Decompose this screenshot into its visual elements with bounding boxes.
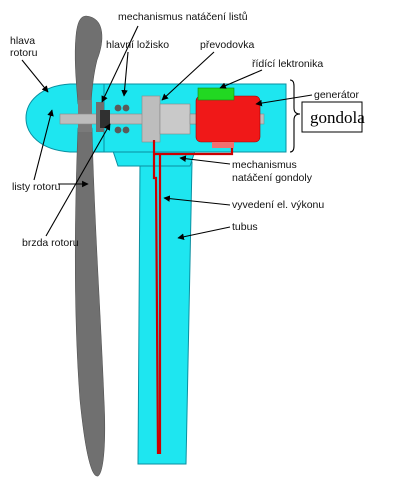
leader-vyvedeni: [163, 195, 231, 206]
label-hlava-rotoru-2: rotoru: [10, 47, 38, 59]
label-ridici-elektronika: řídící lektronika: [252, 58, 323, 70]
label-prevodovka: převodovka: [200, 39, 254, 51]
leader-lines: [21, 25, 313, 240]
gearbox-plate: [141, 95, 161, 143]
label-tubus: tubus: [232, 221, 258, 233]
gondola-bracket: [289, 79, 301, 153]
main-bearing: [114, 104, 130, 134]
label-vyvedeni: vyvedení el. výkonu: [232, 199, 324, 211]
tower: [137, 161, 193, 465]
leader-ridici-elektronika: [219, 69, 263, 89]
label-mechanismus-listu: mechanismus natáčení listů: [118, 11, 248, 23]
generator-base: [212, 142, 234, 148]
leader-generator: [255, 94, 313, 107]
label-generator: generátor: [314, 89, 359, 101]
rotor-brake: [100, 110, 110, 128]
label-mechanismus-gondoly-1: mechanismus: [232, 159, 297, 171]
leader-brzda-rotoru: [45, 123, 111, 237]
generator: [195, 95, 261, 143]
power-cable: [152, 140, 234, 455]
label-hlava-rotoru-1: hlava: [10, 35, 35, 47]
label-gondola: gondola: [310, 108, 365, 127]
label-listy-rotoru: listy rotoru: [12, 181, 61, 193]
leader-hlavni-lozisko: [121, 51, 129, 97]
leader-tubus: [177, 226, 231, 240]
leader-hlava-rotoru: [21, 59, 49, 93]
gondola-box: [301, 101, 363, 133]
control-electronics: [197, 87, 235, 101]
leader-prevodovka: [161, 51, 215, 101]
rotor-blade-lower: [74, 127, 106, 477]
label-mechanismus-gondoly-2: natáčení gondoly: [232, 172, 313, 184]
leader-mechanismus-gondoly: [179, 155, 231, 165]
gearbox-body: [159, 103, 191, 135]
leader-listy-rotoru-top: [33, 109, 54, 181]
label-hlavni-lozisko: hlavní ložisko: [106, 39, 169, 51]
leader-mechanismus-listu: [101, 25, 139, 103]
label-brzda-rotoru: brzda rotoru: [22, 237, 79, 249]
